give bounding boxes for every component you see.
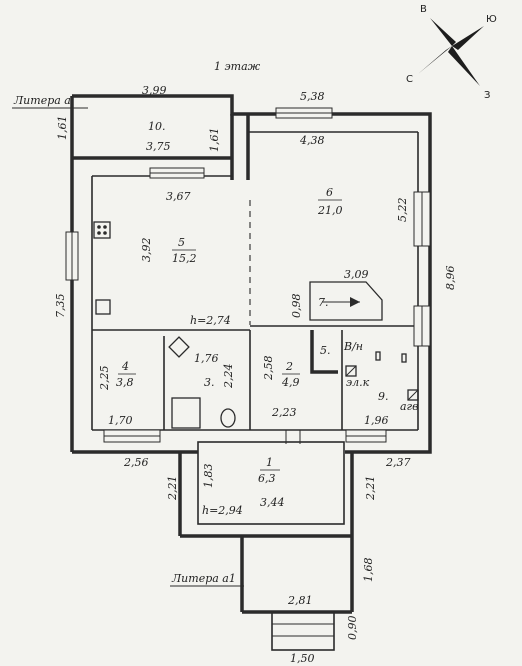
room-2-area: 4,9 (281, 376, 300, 389)
dim-2-24: 2,24 (222, 364, 235, 390)
dim-2-58: 2,58 (262, 356, 275, 382)
dim-1-70: 1,70 (108, 414, 133, 427)
washbasin-icon (168, 336, 190, 358)
staircase-label: 7. (318, 296, 329, 309)
dim-8-96: 8,96 (444, 266, 457, 291)
dim-1-96: 1,96 (364, 414, 389, 427)
stove-icon (93, 221, 111, 239)
shaft-icon (310, 330, 338, 374)
misc-labels: h=2,74 h=2,94 7. 5. В/н эл.к агв (190, 296, 419, 517)
dim-1-83: 1,83 (202, 464, 215, 489)
room-5-number: 5 (178, 236, 185, 249)
dim-1-50: 1,50 (290, 652, 315, 665)
compass-west: С (406, 74, 413, 85)
sink-icon (95, 299, 111, 315)
dim-4-38: 4,38 (299, 134, 325, 147)
dim-2-56: 2,56 (123, 456, 149, 469)
dim-3-99: 3,99 (142, 84, 167, 97)
staircase-icon (309, 281, 383, 321)
toilet-icon (220, 408, 236, 428)
room-10-area: 3,75 (146, 140, 171, 153)
litera-a1-label: Литера а1 (171, 572, 236, 585)
boiler-label: агв (400, 400, 419, 413)
dim-2-25: 2,25 (98, 366, 111, 392)
electric-box-icon (345, 365, 357, 377)
dim-3-92: 3,92 (140, 238, 153, 263)
dim-2-81: 2,81 (287, 594, 313, 607)
dimensions: 3,99 5,38 4,38 3,67 3,09 1,76 1,70 2,23 … (54, 84, 457, 665)
dim-2-21-left: 2,21 (166, 476, 179, 502)
room-10-number: 10. (148, 120, 166, 133)
room-9-number: 9. (378, 390, 389, 403)
dim-0-98: 0,98 (290, 294, 303, 319)
dim-5-22: 5,22 (396, 198, 409, 223)
windows (65, 107, 431, 443)
dim-2-23: 2,23 (271, 406, 297, 419)
mark-5-label: 5. (320, 344, 331, 357)
dim-3-09: 3,09 (344, 268, 369, 281)
dim-7-35: 7,35 (54, 294, 67, 319)
litera-a-label: Литера а (13, 94, 71, 107)
room-1-number: 1 (266, 456, 273, 469)
dim-1-61-left: 1,61 (56, 116, 69, 141)
fixtures (93, 221, 419, 429)
room-6-area: 21,0 (317, 204, 343, 217)
dim-1-61-right: 1,61 (208, 128, 221, 153)
room-4-number: 4 (121, 360, 129, 373)
room-labels: 10. 3,75 5 15,2 6 21,0 4 3,8 3. 2 4,9 9.… (116, 120, 389, 485)
dim-3-44: 3,44 (260, 496, 285, 509)
room-4-area: 3,8 (116, 376, 134, 389)
dim-1-68: 1,68 (362, 558, 375, 583)
dim-3-67: 3,67 (166, 190, 191, 203)
dim-2-37: 2,37 (385, 456, 411, 469)
room-1-area: 6,3 (258, 472, 276, 485)
bathtub-icon (171, 397, 201, 429)
dim-2-21-right: 2,21 (364, 476, 377, 502)
ceiling-height-porch: h=2,94 (202, 504, 243, 517)
valve-icon (401, 353, 407, 363)
room-6-number: 6 (326, 186, 333, 199)
ceiling-height-main: h=2,74 (190, 314, 231, 327)
water-inlet-label: В/н (343, 340, 363, 353)
dim-1-76: 1,76 (194, 352, 219, 365)
entry-walls (178, 430, 354, 651)
room-2-number: 2 (285, 360, 293, 373)
room-5-area: 15,2 (172, 252, 197, 265)
dim-5-38: 5,38 (300, 90, 325, 103)
boiler-icon (407, 389, 419, 401)
compass-east: Ю (486, 14, 497, 25)
floor-title: 1 этаж (214, 60, 261, 73)
room-3-number: 3. (204, 376, 215, 389)
electric-box-label: эл.к (346, 376, 370, 389)
compass-rose: В Ю С З (406, 4, 497, 101)
dim-0-90: 0,90 (346, 616, 359, 641)
compass-north: В (420, 4, 427, 15)
water-meter-icon (375, 351, 381, 361)
compass-south: З (484, 90, 490, 101)
